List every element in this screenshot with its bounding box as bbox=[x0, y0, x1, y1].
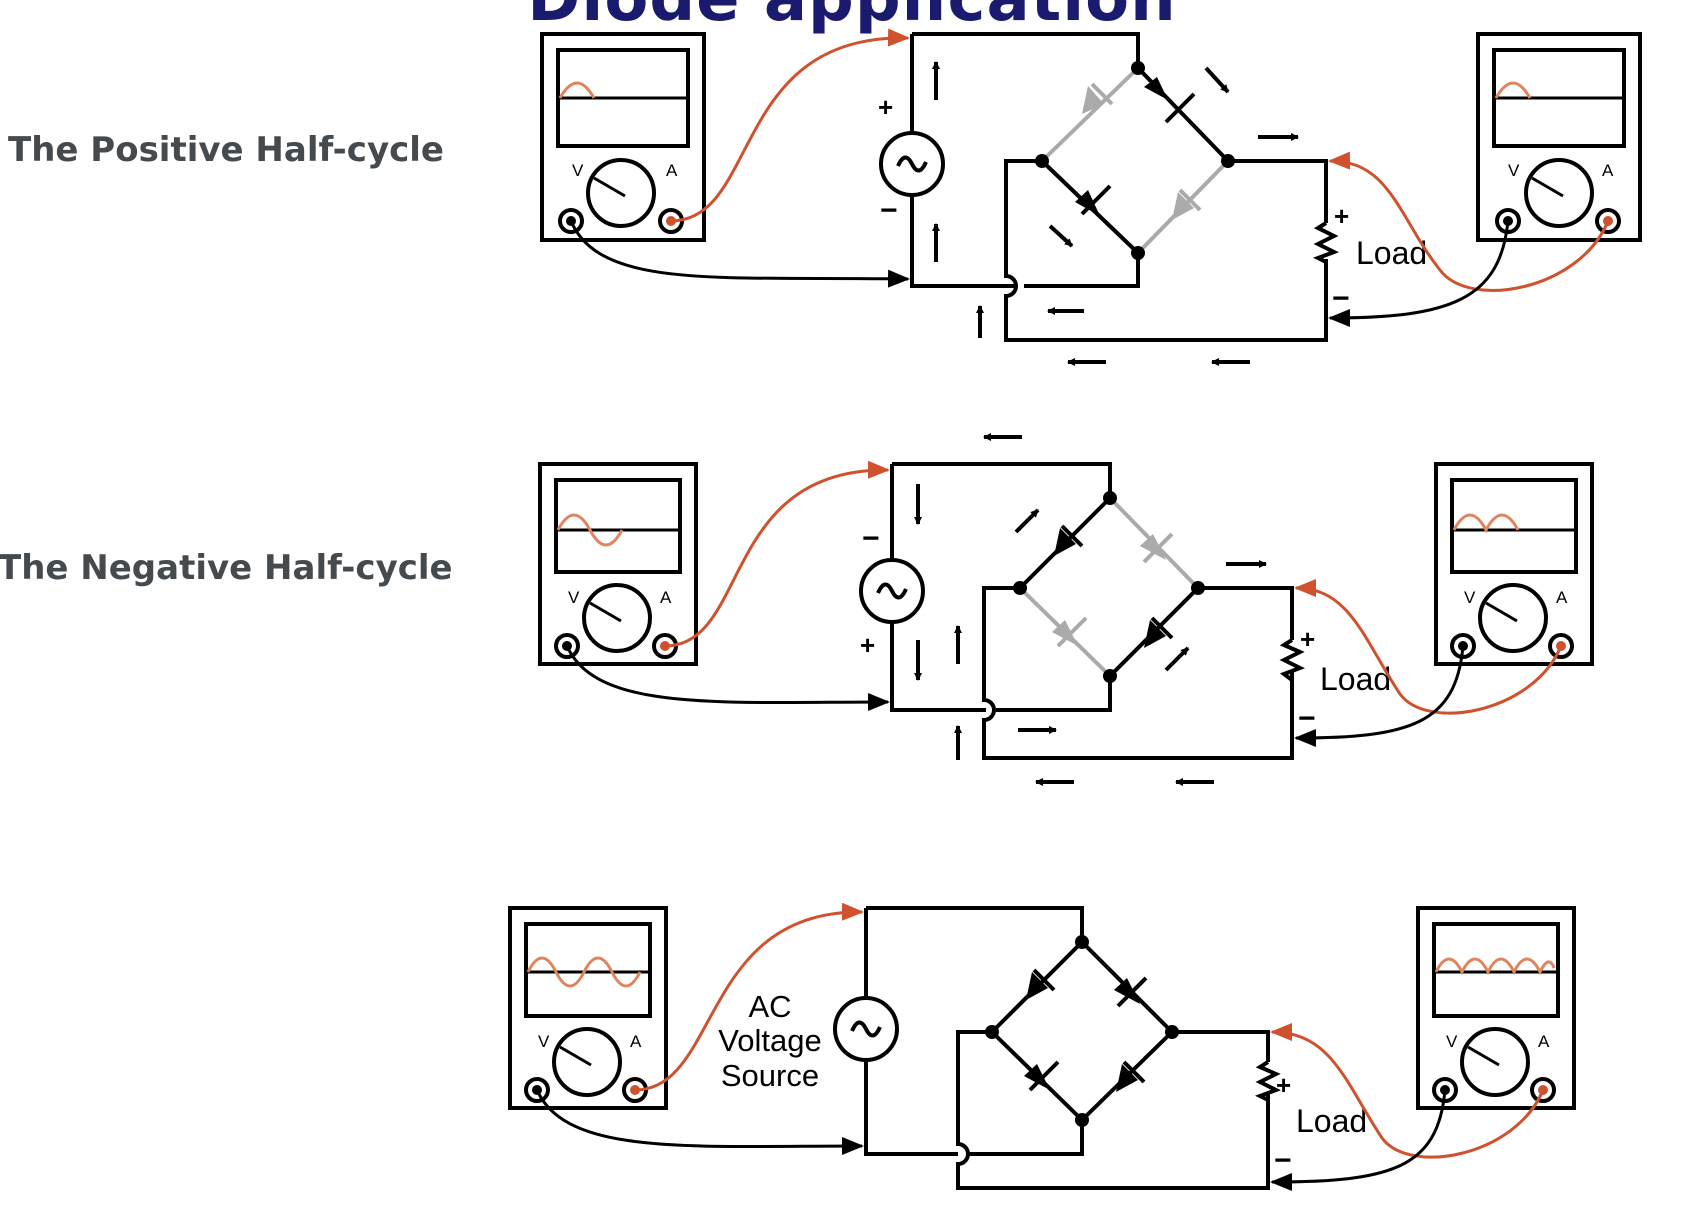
svg-text:A: A bbox=[630, 1032, 642, 1051]
svg-text:+: + bbox=[1276, 1070, 1291, 1100]
input-meter: V A bbox=[540, 32, 706, 242]
load-resistor bbox=[1279, 638, 1305, 682]
ac-source-symbol bbox=[879, 131, 945, 197]
svg-text:+: + bbox=[1300, 624, 1315, 654]
svg-text:−: − bbox=[1274, 1144, 1292, 1177]
svg-text:−: − bbox=[1332, 282, 1350, 315]
panel-positive: V A V A bbox=[540, 28, 1642, 366]
svg-text:V: V bbox=[572, 161, 584, 180]
svg-text:−: − bbox=[1298, 702, 1316, 735]
panel-negative: V A V A bbox=[538, 433, 1594, 786]
svg-text:V: V bbox=[568, 588, 580, 607]
svg-text:V: V bbox=[1446, 1032, 1458, 1051]
load-label: Load bbox=[1356, 235, 1427, 271]
svg-text:AC: AC bbox=[748, 989, 791, 1024]
svg-text:Source: Source bbox=[721, 1058, 819, 1093]
svg-text:+: + bbox=[860, 630, 875, 660]
input-meter: V A bbox=[538, 462, 698, 666]
output-meter: V A bbox=[1476, 32, 1642, 242]
svg-text:A: A bbox=[660, 588, 672, 607]
panel-full-wave: V A V A bbox=[508, 902, 1576, 1191]
waveform-trace bbox=[1434, 957, 1556, 976]
load-label: Load bbox=[1320, 661, 1391, 697]
svg-text:−: − bbox=[862, 522, 880, 555]
ac-source-symbol bbox=[833, 996, 899, 1062]
svg-text:A: A bbox=[1538, 1032, 1550, 1051]
svg-text:V: V bbox=[538, 1032, 550, 1051]
output-meter: V A bbox=[1416, 906, 1576, 1110]
svg-text:A: A bbox=[1556, 588, 1568, 607]
input-meter: V A bbox=[508, 906, 668, 1110]
page-title: Diode application bbox=[0, 0, 1704, 36]
svg-text:V: V bbox=[1508, 161, 1520, 180]
waveform-trace bbox=[558, 81, 596, 99]
waveform-trace bbox=[556, 513, 624, 547]
svg-text:Voltage: Voltage bbox=[718, 1023, 821, 1058]
load-resistor bbox=[1255, 1060, 1281, 1102]
svg-text:A: A bbox=[1602, 161, 1614, 180]
svg-text:+: + bbox=[1334, 201, 1349, 231]
ac-source-symbol bbox=[859, 558, 925, 624]
svg-text:V: V bbox=[1464, 588, 1476, 607]
svg-text:−: − bbox=[880, 194, 898, 227]
waveform-trace bbox=[1494, 81, 1532, 99]
source-label: AC Voltage Source bbox=[718, 989, 821, 1093]
waveform-trace bbox=[1452, 513, 1520, 534]
load-resistor bbox=[1313, 221, 1339, 264]
negative-half-cycle-label: The Negative Half-cycle bbox=[0, 548, 453, 588]
load-label: Load bbox=[1296, 1103, 1367, 1139]
svg-text:+: + bbox=[878, 92, 893, 122]
svg-text:A: A bbox=[666, 161, 678, 180]
waveform-trace bbox=[526, 956, 642, 988]
positive-half-cycle-label: The Positive Half-cycle bbox=[8, 130, 444, 170]
output-meter: V A bbox=[1434, 462, 1594, 666]
